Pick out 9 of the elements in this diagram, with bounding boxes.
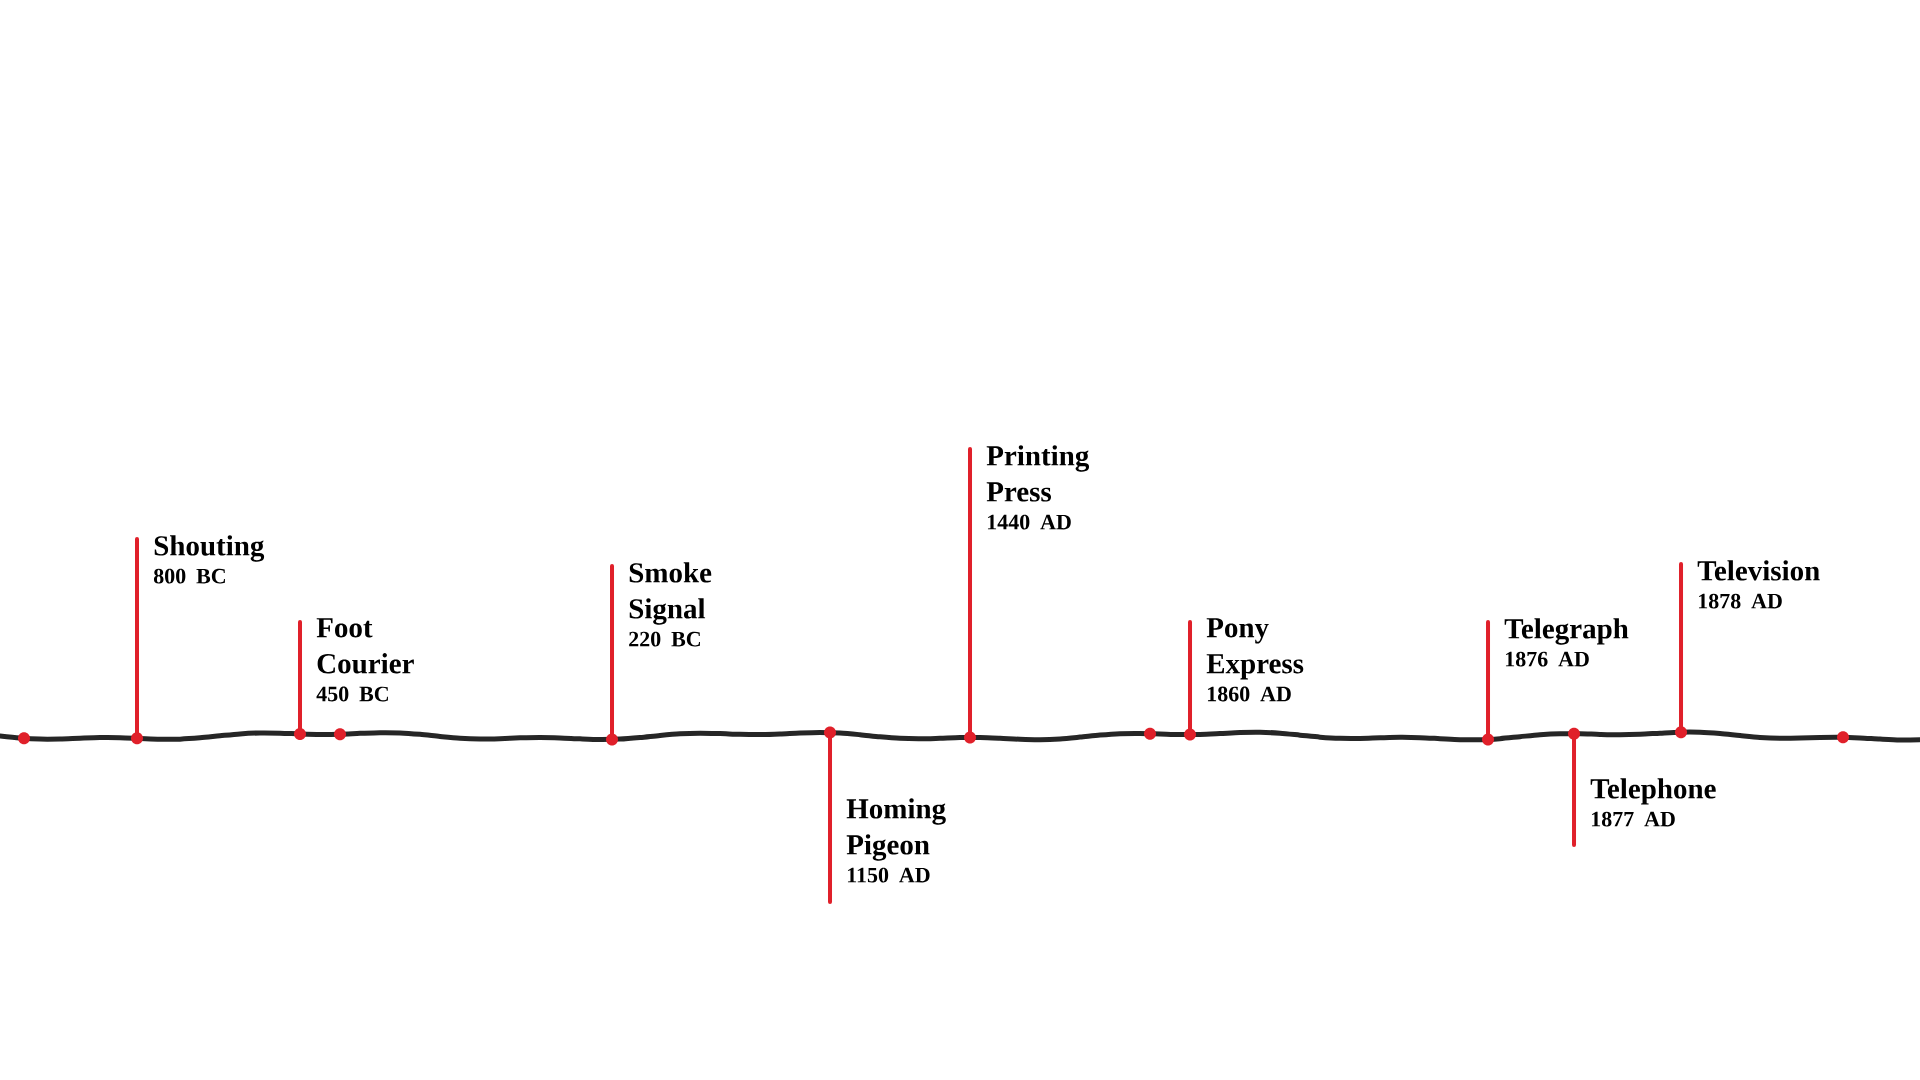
event-label: Television 1878 AD (1697, 560, 1820, 609)
event-label: Telegraph 1876 AD (1504, 618, 1629, 667)
event-label: Shouting 800 BC (153, 535, 265, 584)
event-label: Foot Courier 450 BC (316, 618, 414, 702)
event-label: Printing Press 1440 AD (986, 445, 1090, 530)
event-label: Pony Express 1860 AD (1206, 618, 1304, 702)
event-label: Homing Pigeon 1150 AD (846, 798, 946, 883)
event-label: Smoke Signal 220 BC (629, 562, 712, 647)
event-label: Telephone 1877 AD (1590, 778, 1716, 827)
